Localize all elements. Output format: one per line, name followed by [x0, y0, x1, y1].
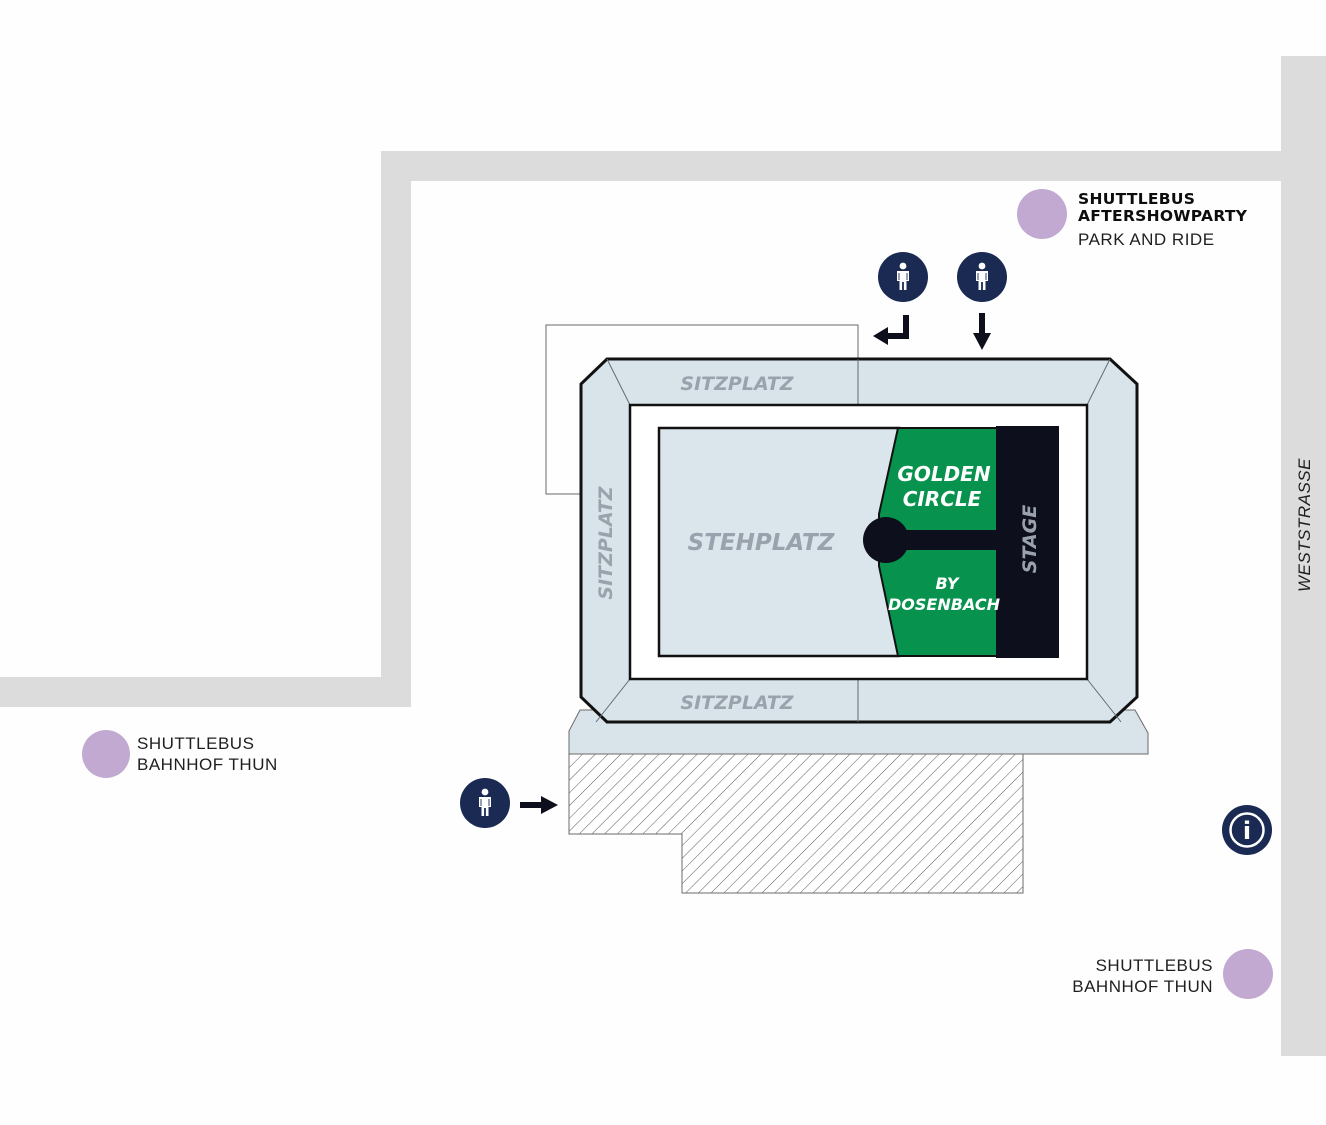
- sponsor-label-1: BY: [936, 574, 960, 593]
- golden-circle-label-1: GOLDEN: [897, 462, 990, 486]
- arrow-right-icon: [520, 796, 558, 814]
- road-weststrasse: [1281, 56, 1326, 1056]
- standing-label: STEHPLATZ: [688, 530, 836, 556]
- road-vertical: [381, 151, 411, 707]
- seating-dividers: [595, 358, 1122, 723]
- info-glyph: i: [1243, 817, 1251, 845]
- shuttle-stop-bahnhof-east[interactable]: SHUTTLEBUS BAHNHOF THUN: [1072, 949, 1273, 999]
- catwalk: [885, 530, 998, 550]
- road-top: [381, 151, 1311, 181]
- seating-top-label: SITZPLATZ: [680, 373, 794, 395]
- arrow-turn-left-icon: [873, 315, 909, 345]
- shuttle-stop-icon: [82, 730, 130, 778]
- standing-area: [657, 426, 901, 658]
- shuttle-east-line1: SHUTTLEBUS: [1096, 956, 1213, 975]
- shuttle-stop-bahnhof-west[interactable]: SHUTTLEBUS BAHNHOF THUN: [82, 730, 278, 778]
- outline-path: [545, 324, 859, 495]
- shuttle-east-line2: BAHNHOF THUN: [1072, 977, 1213, 996]
- arrow-down-icon: [973, 313, 991, 350]
- shuttle-aftershow-line1: SHUTTLEBUS: [1078, 190, 1195, 208]
- person-icon[interactable]: [957, 252, 1007, 302]
- street-label: WESTSTRASSE: [1295, 458, 1314, 592]
- sponsor-label-2: DOSENBACH: [888, 595, 1001, 614]
- person-icon[interactable]: [460, 778, 510, 828]
- seating-left-label: SITZPLATZ: [595, 485, 617, 599]
- hatched-area: [568, 753, 1024, 894]
- roads: [0, 56, 1326, 1056]
- shuttle-stop-icon: [1017, 189, 1067, 239]
- person-icon[interactable]: [878, 252, 928, 302]
- catwalk-end: [863, 517, 909, 563]
- info-icon[interactable]: i: [1222, 805, 1272, 855]
- shuttle-west-line1: SHUTTLEBUS: [137, 734, 254, 753]
- stage-label: STAGE: [1019, 505, 1041, 573]
- shuttle-stop-icon: [1223, 949, 1273, 999]
- shuttle-stop-aftershowparty[interactable]: SHUTTLEBUS AFTERSHOWPARTY PARK AND RIDE: [1017, 189, 1248, 249]
- stage-area: [996, 426, 1059, 658]
- golden-circle-label-2: CIRCLE: [903, 487, 982, 511]
- shuttle-aftershow-line2: AFTERSHOWPARTY: [1078, 207, 1248, 225]
- road-left: [0, 677, 411, 707]
- shuttle-west-line2: BAHNHOF THUN: [137, 755, 278, 774]
- seating-bottom-label: SITZPLATZ: [680, 692, 794, 714]
- shuttle-aftershow-line3: PARK AND RIDE: [1078, 230, 1215, 249]
